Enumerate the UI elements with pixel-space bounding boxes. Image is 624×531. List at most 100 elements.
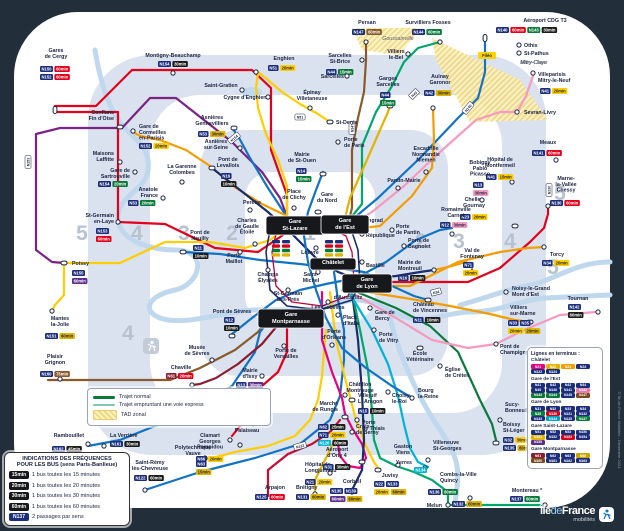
station-mitry-claye: Mitry-Claye — [520, 60, 547, 66]
svg-text:N51: N51 — [269, 65, 277, 70]
svg-text:30min: 30min — [475, 190, 488, 195]
bus-route-n135 — [350, 290, 366, 492]
svg-text:Corbeil: Corbeil — [343, 479, 362, 485]
svg-text:Aéroport CDG T3: Aéroport CDG T3 — [523, 18, 566, 24]
terminus-line-chip-N135: N135 — [561, 416, 575, 421]
svg-text:Saint-Rémy: Saint-Rémy — [135, 460, 164, 466]
terminus-line-chip-N143: N143 — [531, 392, 545, 398]
svg-text:N132: N132 — [453, 501, 464, 506]
svg-text:de St-Ouen: de St-Ouen — [288, 158, 316, 164]
svg-text:Sucy-: Sucy- — [505, 402, 520, 408]
svg-text:Juvisy: Juvisy — [382, 473, 399, 479]
svg-text:Melun: Melun — [427, 503, 442, 509]
svg-text:St-Germain: St-Germain — [274, 291, 303, 297]
svg-text:de Lyon: de Lyon — [356, 284, 378, 290]
svg-text:Place: Place — [287, 189, 301, 195]
svg-text:10min: 10min — [427, 317, 440, 322]
svg-text:Bastille: Bastille — [366, 263, 385, 269]
terminus-line-chip-N137: N137 — [576, 416, 590, 421]
svg-text:N152: N152 — [41, 74, 52, 79]
line-chip-N147: N147 — [348, 121, 356, 135]
bus-route-n160 — [46, 320, 268, 382]
svg-text:60min: 60min — [368, 29, 381, 34]
terminus-line-chip-N23: N23 — [561, 364, 575, 369]
svg-text:République: République — [366, 233, 395, 239]
terminus-line-chip-N145: N145 — [561, 392, 575, 398]
bus-route-n42 — [342, 106, 436, 232]
station-sevran-livry: Sevran-Livry — [514, 109, 556, 116]
svg-text:Michel: Michel — [303, 278, 320, 284]
svg-text:N32: N32 — [504, 437, 512, 442]
svg-text:de Berny: de Berny — [356, 430, 379, 436]
svg-text:Gare: Gare — [361, 277, 374, 283]
terminus-line-chip-N62: N62 — [546, 453, 560, 458]
svg-text:N66: N66 — [197, 456, 205, 461]
svg-text:Marne-: Marne- — [557, 176, 575, 182]
terminal-line-chips — [325, 240, 343, 257]
svg-text:N53: N53 — [199, 131, 207, 136]
bus-route-n134 — [348, 292, 430, 469]
svg-text:Escadrille: Escadrille — [413, 146, 438, 152]
terminus-line-chip-N43: N43 — [561, 382, 575, 388]
svg-text:N140: N140 — [464, 104, 473, 113]
svg-text:60min: 60min — [393, 489, 406, 494]
svg-text:N23: N23 — [461, 214, 469, 219]
terminus-line-chip-N160: N160 — [531, 458, 545, 463]
svg-text:Picasso: Picasso — [470, 172, 491, 178]
svg-text:Château: Château — [413, 302, 434, 308]
svg-text:Porte: Porte — [396, 224, 410, 230]
svg-text:45min: 45min — [68, 446, 81, 451]
terminus-line-chip-N51: N51 — [531, 429, 545, 435]
svg-text:Enghien: Enghien — [274, 56, 295, 62]
svg-text:N143: N143 — [529, 27, 540, 32]
svg-text:Châtelet: Châtelet — [322, 260, 344, 266]
bus-route-n130 — [352, 204, 550, 284]
svg-text:Église: Église — [445, 365, 461, 373]
svg-text:St-Brice: St-Brice — [330, 59, 350, 65]
svg-text:de l'Est: de l'Est — [335, 225, 355, 231]
svg-text:Chessy: Chessy — [557, 188, 576, 194]
svg-text:60min: 60min — [150, 475, 163, 480]
terminus-line-chip-N130: N130 — [546, 411, 560, 416]
svg-text:La Garenne: La Garenne — [167, 164, 196, 170]
bus-route-n32 — [350, 288, 498, 442]
zone-number-5: 5 — [76, 222, 88, 245]
svg-text:N160: N160 — [41, 371, 52, 376]
terminus-line-chip-N133: N133 — [531, 416, 545, 421]
svg-text:Polytechnique: Polytechnique — [175, 445, 211, 451]
terminus-line-chip-N21: N21 — [531, 364, 545, 369]
svg-text:N43: N43 — [411, 91, 418, 98]
svg-text:Montparnasse: Montparnasse — [272, 319, 310, 325]
svg-text:60min: 60min — [312, 494, 325, 499]
svg-text:N13: N13 — [474, 182, 482, 187]
svg-text:N147: N147 — [353, 29, 364, 34]
svg-text:30min: 30min — [438, 90, 451, 95]
svg-text:N154: N154 — [159, 61, 170, 66]
svg-text:20min: 20min — [474, 214, 487, 219]
svg-text:20min: 20min — [142, 200, 155, 205]
station-st-denis: St-Denis — [326, 119, 358, 126]
svg-text:N15: N15 — [359, 408, 367, 413]
terminus-line-chip-N32: N32 — [546, 406, 560, 411]
svg-text:Sartrouville: Sartrouville — [101, 174, 130, 180]
station-les-gobelins: Les Gobelins — [311, 299, 345, 311]
svg-text:60min: 60min — [468, 501, 481, 506]
svg-text:60min: 60min — [519, 445, 532, 450]
svg-text:Villiers: Villiers — [387, 49, 404, 55]
terminus-line-chip-N34: N34 — [576, 406, 590, 411]
